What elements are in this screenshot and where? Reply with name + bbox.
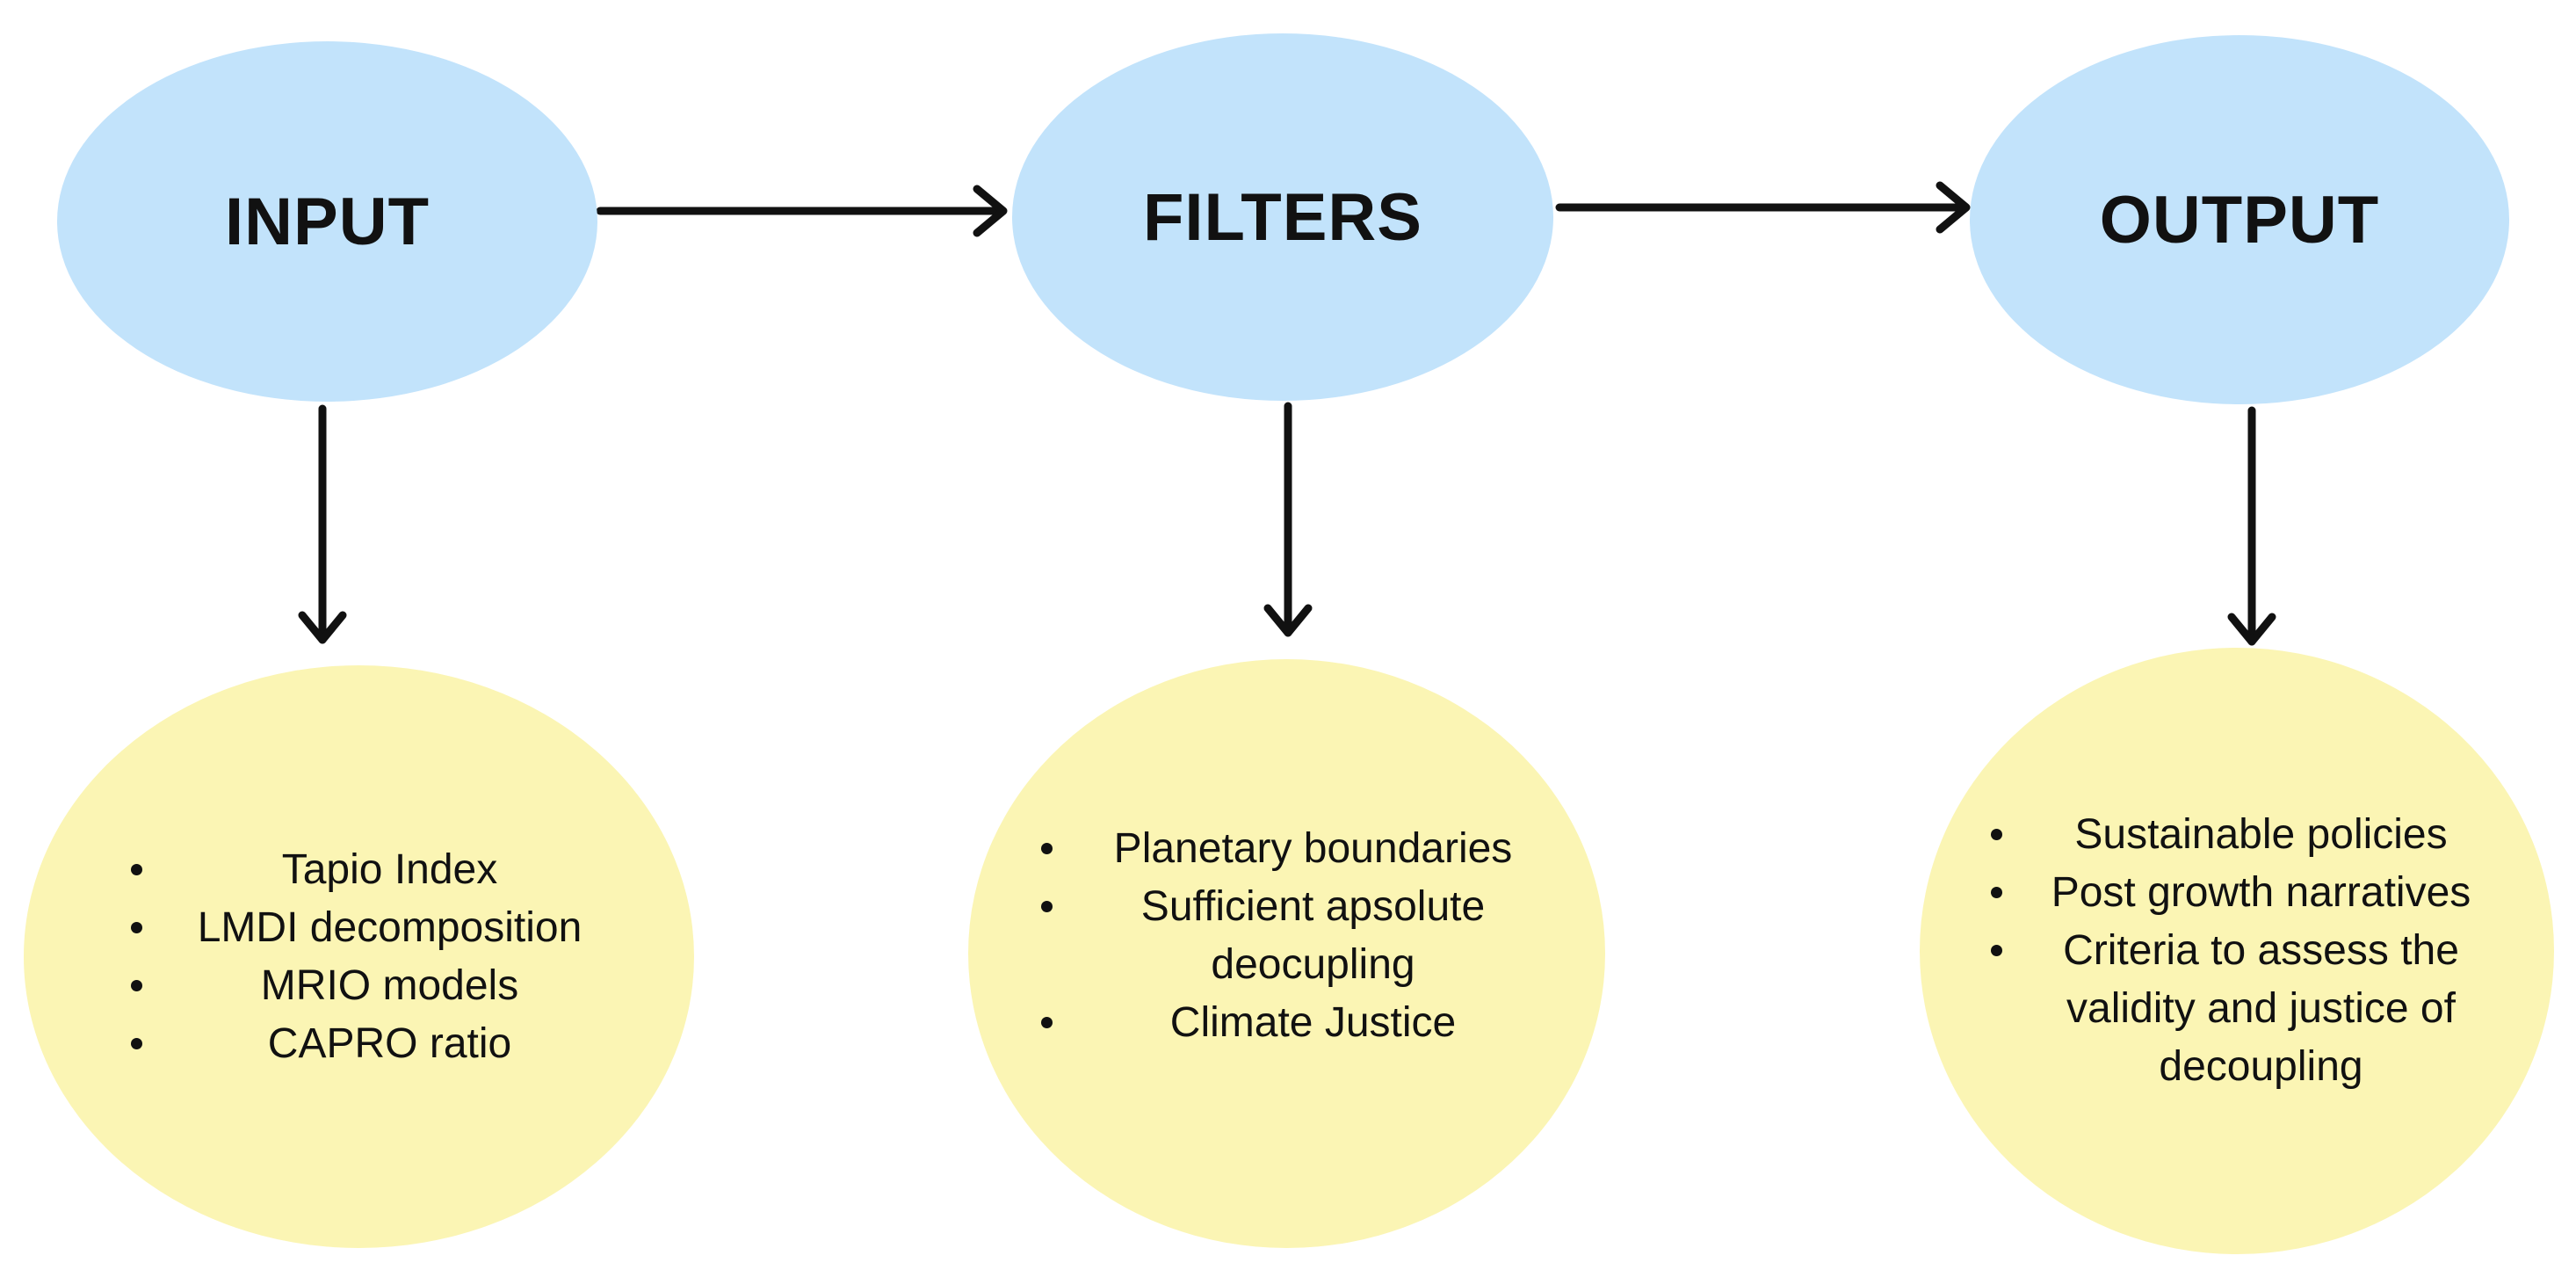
input-details-list: Tapio Index LMDI decomposition MRIO mode… [130, 841, 588, 1073]
list-item: MRIO models [130, 957, 588, 1015]
arrow-filters-down [1263, 402, 1313, 637]
list-item: Sustainable policies [1991, 806, 2483, 864]
list-item: CAPRO ratio [130, 1015, 588, 1073]
arrow-filters-to-output [1555, 181, 1971, 234]
filters-node: FILTERS [1012, 33, 1553, 401]
input-node: INPUT [57, 41, 597, 402]
filters-node-title: FILTERS [1142, 179, 1422, 255]
list-item: Post growth narratives [1991, 864, 2483, 922]
output-node: OUTPUT [1970, 35, 2509, 404]
input-details-node: Tapio Index LMDI decomposition MRIO mode… [24, 665, 694, 1248]
list-item: Tapio Index [130, 841, 588, 899]
output-details-list: Sustainable policies Post growth narrati… [1991, 806, 2483, 1096]
filters-details-node: Planetary boundaries Sufficient apsolute… [968, 659, 1605, 1248]
list-item: Planetary boundaries [1040, 820, 1533, 878]
arrow-output-down [2227, 406, 2276, 646]
output-node-title: OUTPUT [2099, 182, 2380, 258]
arrow-input-to-filters [596, 185, 1008, 237]
list-item: Climate Justice [1040, 994, 1533, 1052]
input-node-title: INPUT [225, 184, 430, 259]
arrow-input-down [298, 404, 347, 644]
output-details-node: Sustainable policies Post growth narrati… [1920, 648, 2554, 1254]
list-item: LMDI decomposition [130, 899, 588, 957]
filters-details-list: Planetary boundaries Sufficient apsolute… [1040, 820, 1533, 1052]
list-item: Criteria to assess the validity and just… [1991, 922, 2483, 1096]
list-item: Sufficient apsolute deocupling [1040, 878, 1533, 994]
